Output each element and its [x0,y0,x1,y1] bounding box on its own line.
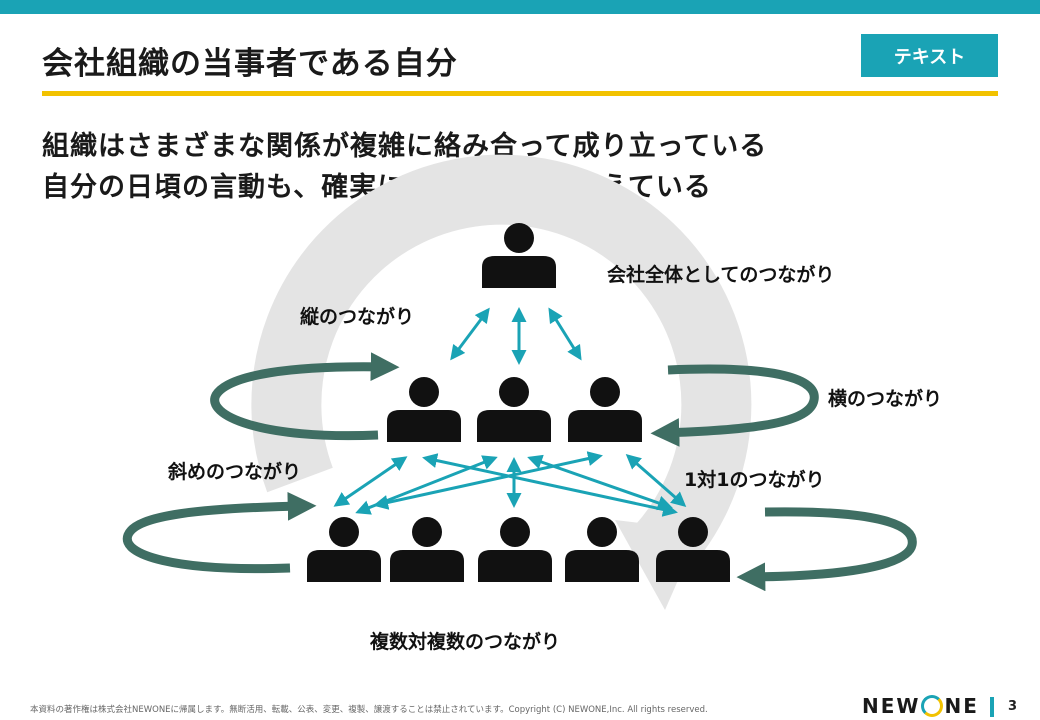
slide-title: 会社組織の当事者である自分 [42,46,458,82]
person-icon-mid-2 [477,377,551,442]
connectors-many-to-many [333,451,687,517]
person-icon-mid-3 [568,377,642,442]
label-one-to-one: 1対1のつながり [684,469,825,491]
label-vertical: 縦のつながり [300,306,415,328]
headline-line-1: 組織はさまざまな関係が複雑に絡み合って成り立っている [42,131,768,162]
text-tag-badge: テキスト [861,34,998,77]
label-horizontal: 横のつながり [828,388,943,410]
loop-arrow-right-upper [650,364,819,447]
top-accent-bar [0,0,1040,14]
title-underline [42,91,998,96]
label-company-wide: 会社全体としてのつながり [607,264,835,286]
newone-logo: NEW NE [862,694,979,718]
loop-arrow-left-upper [210,352,400,441]
loop-arrow-left-lower [122,491,317,574]
person-icon-bottom-1 [307,517,381,582]
logo-text-left: NEW [862,694,921,718]
label-diagonal: 斜めのつながり [168,461,302,483]
loop-arrow-right-lower [736,507,917,592]
person-icon-mid-1 [387,377,461,442]
copyright-notice: 本資料の著作権は株式会社NEWONEに帰属します。無断活用、転載、公表、変更、複… [30,705,708,715]
person-icon-top [482,223,556,288]
person-icon-bottom-3 [478,517,552,582]
logo-divider [990,697,994,717]
logo-text-right: NE [944,694,979,718]
page-number: 3 [1008,699,1018,714]
label-many-to-many: 複数対複数のつながり [370,631,561,653]
connectors-vertical [450,307,582,365]
logo-o-icon [921,695,944,717]
person-icon-bottom-2 [390,517,464,582]
